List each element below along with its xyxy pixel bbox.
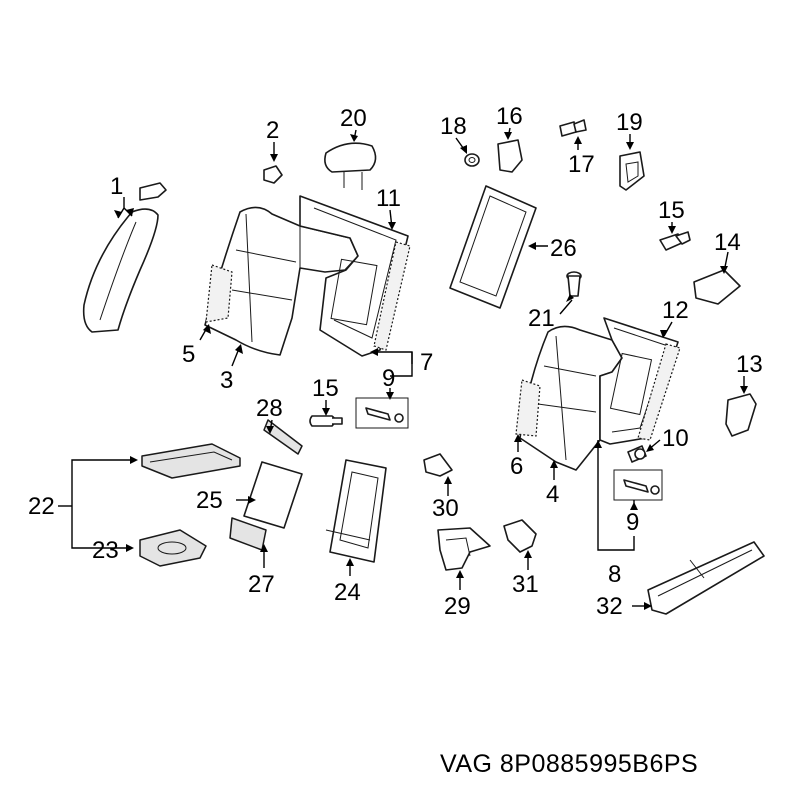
- part-31-bracket: [503, 519, 537, 553]
- part-13-side-bracket: [725, 393, 757, 437]
- callout-22: 22: [28, 493, 55, 520]
- part-16-bracket: [497, 139, 523, 173]
- part-10-bolt: [627, 445, 647, 463]
- part-25-panel: [243, 461, 303, 529]
- callout-16: 16: [496, 103, 523, 130]
- callout-1: 1: [110, 173, 123, 200]
- callout-10: 10: [662, 425, 689, 452]
- part-15-pin-left: [309, 415, 343, 427]
- callout-29: 29: [444, 593, 471, 620]
- part-32-ski-bag: [647, 541, 765, 615]
- callout-9-right: 9: [626, 509, 639, 536]
- left-backrest-assembly: [204, 206, 359, 356]
- callout-27: 27: [248, 571, 275, 598]
- callout-15-left: 15: [312, 375, 339, 402]
- callout-3: 3: [220, 367, 233, 394]
- callout-19: 19: [616, 109, 643, 136]
- callout-31: 31: [512, 571, 539, 598]
- callout-13: 13: [736, 351, 763, 378]
- callout-7: 7: [420, 349, 433, 376]
- part-12-right-frame: [599, 317, 681, 445]
- callout-20: 20: [340, 105, 367, 132]
- callout-24: 24: [334, 579, 361, 606]
- part-20-headrest: [324, 142, 377, 190]
- part-22-armrest-tray: [141, 443, 241, 479]
- callout-15-right: 15: [658, 197, 685, 224]
- callout-12: 12: [662, 297, 689, 324]
- callout-labels: 1 2 20 18 16 17 19 11 26 15 14 21 12 13 …: [28, 103, 763, 620]
- callout-9-left: 9: [382, 365, 395, 392]
- part-15-pin-right: [659, 231, 691, 251]
- part-17-screw: [559, 119, 587, 137]
- part-29-bracket: [437, 527, 491, 571]
- part-27-cover: [229, 517, 267, 551]
- callout-5: 5: [182, 341, 195, 368]
- callout-8: 8: [608, 561, 621, 588]
- callout-23: 23: [92, 537, 119, 564]
- part-1-side-bolster: [82, 182, 167, 333]
- right-backrest-assembly: [515, 325, 623, 471]
- part-number-caption: VAG 8P0885995B6PS: [440, 750, 698, 778]
- callout-30: 30: [432, 495, 459, 522]
- leader-arrowheads: [114, 132, 748, 610]
- callout-21: 21: [528, 305, 555, 332]
- callout-6: 6: [510, 453, 523, 480]
- part-11-left-frame: [299, 195, 411, 357]
- part-18-washer: [464, 153, 480, 167]
- part-28-strip: [263, 419, 303, 455]
- callout-17: 17: [568, 151, 595, 178]
- callout-2: 2: [266, 117, 279, 144]
- part-23-cup-holder: [139, 529, 207, 567]
- part-24-armrest-frame: [325, 459, 387, 563]
- callout-14: 14: [714, 229, 741, 256]
- part-21-bolt: [566, 271, 582, 297]
- part-14-hinge-bracket: [693, 269, 741, 305]
- part-9-bolt-set-left: [355, 397, 409, 429]
- callout-11: 11: [376, 185, 401, 212]
- part-9-bolt-set-right: [613, 469, 663, 501]
- part-30-clip: [423, 453, 453, 477]
- callout-4: 4: [546, 481, 559, 508]
- callout-25: 25: [196, 487, 223, 514]
- part-26-backrest-panel: [449, 185, 537, 309]
- part-2-clip: [263, 165, 283, 184]
- part-19-buckle-cover: [619, 151, 645, 191]
- callout-32: 32: [596, 593, 623, 620]
- callout-28: 28: [256, 395, 283, 422]
- callout-18: 18: [440, 113, 467, 140]
- callout-26: 26: [550, 235, 577, 262]
